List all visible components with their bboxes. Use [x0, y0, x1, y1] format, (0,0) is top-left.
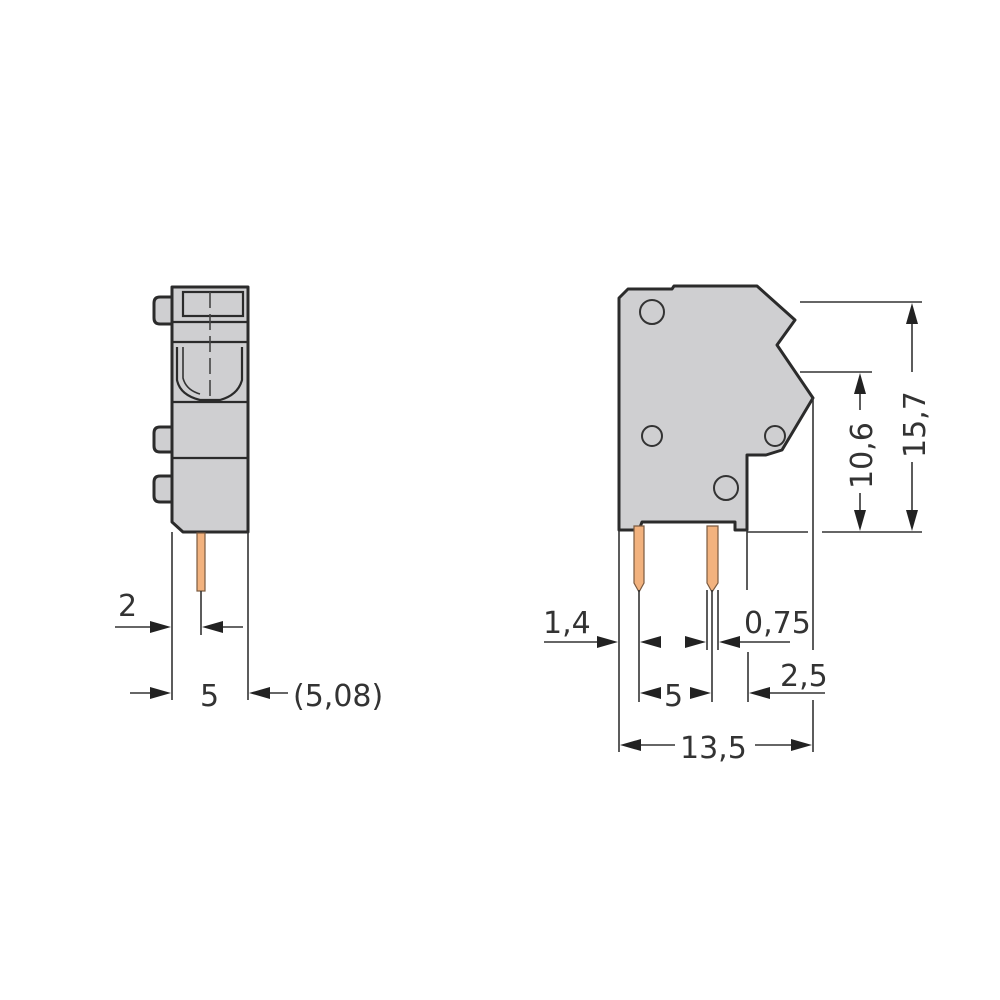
- latch-tab: [152, 295, 174, 326]
- dim-pitch: 5: [200, 679, 219, 714]
- top-slot: [181, 290, 245, 318]
- dim-pin-left-offset: 1,4: [543, 606, 591, 641]
- side-body: [170, 285, 250, 534]
- dim-pin-spacing: 5: [664, 679, 683, 714]
- side-view: [115, 285, 288, 700]
- wire-entry: [175, 347, 244, 402]
- dim-pin-offset: 2: [118, 589, 137, 624]
- latch-tab: [152, 425, 174, 454]
- dim-right-offset: 2,5: [780, 659, 828, 694]
- front-view: [544, 284, 922, 752]
- hole: [713, 475, 739, 501]
- solder-pin: [196, 532, 206, 592]
- solder-pin: [706, 525, 719, 594]
- dim-height-total: 15,7: [898, 391, 933, 458]
- dim-pin-thickness: 0,75: [744, 606, 811, 641]
- solder-pin: [633, 525, 645, 594]
- hole: [639, 299, 665, 325]
- latch-tab: [152, 474, 174, 504]
- dim-pitch-alt: (5,08): [293, 679, 383, 714]
- dim-total-width: 13,5: [680, 731, 747, 766]
- front-body: [617, 284, 815, 532]
- dim-height-lower: 10,6: [845, 422, 880, 489]
- hole: [764, 425, 786, 447]
- hole: [641, 425, 663, 447]
